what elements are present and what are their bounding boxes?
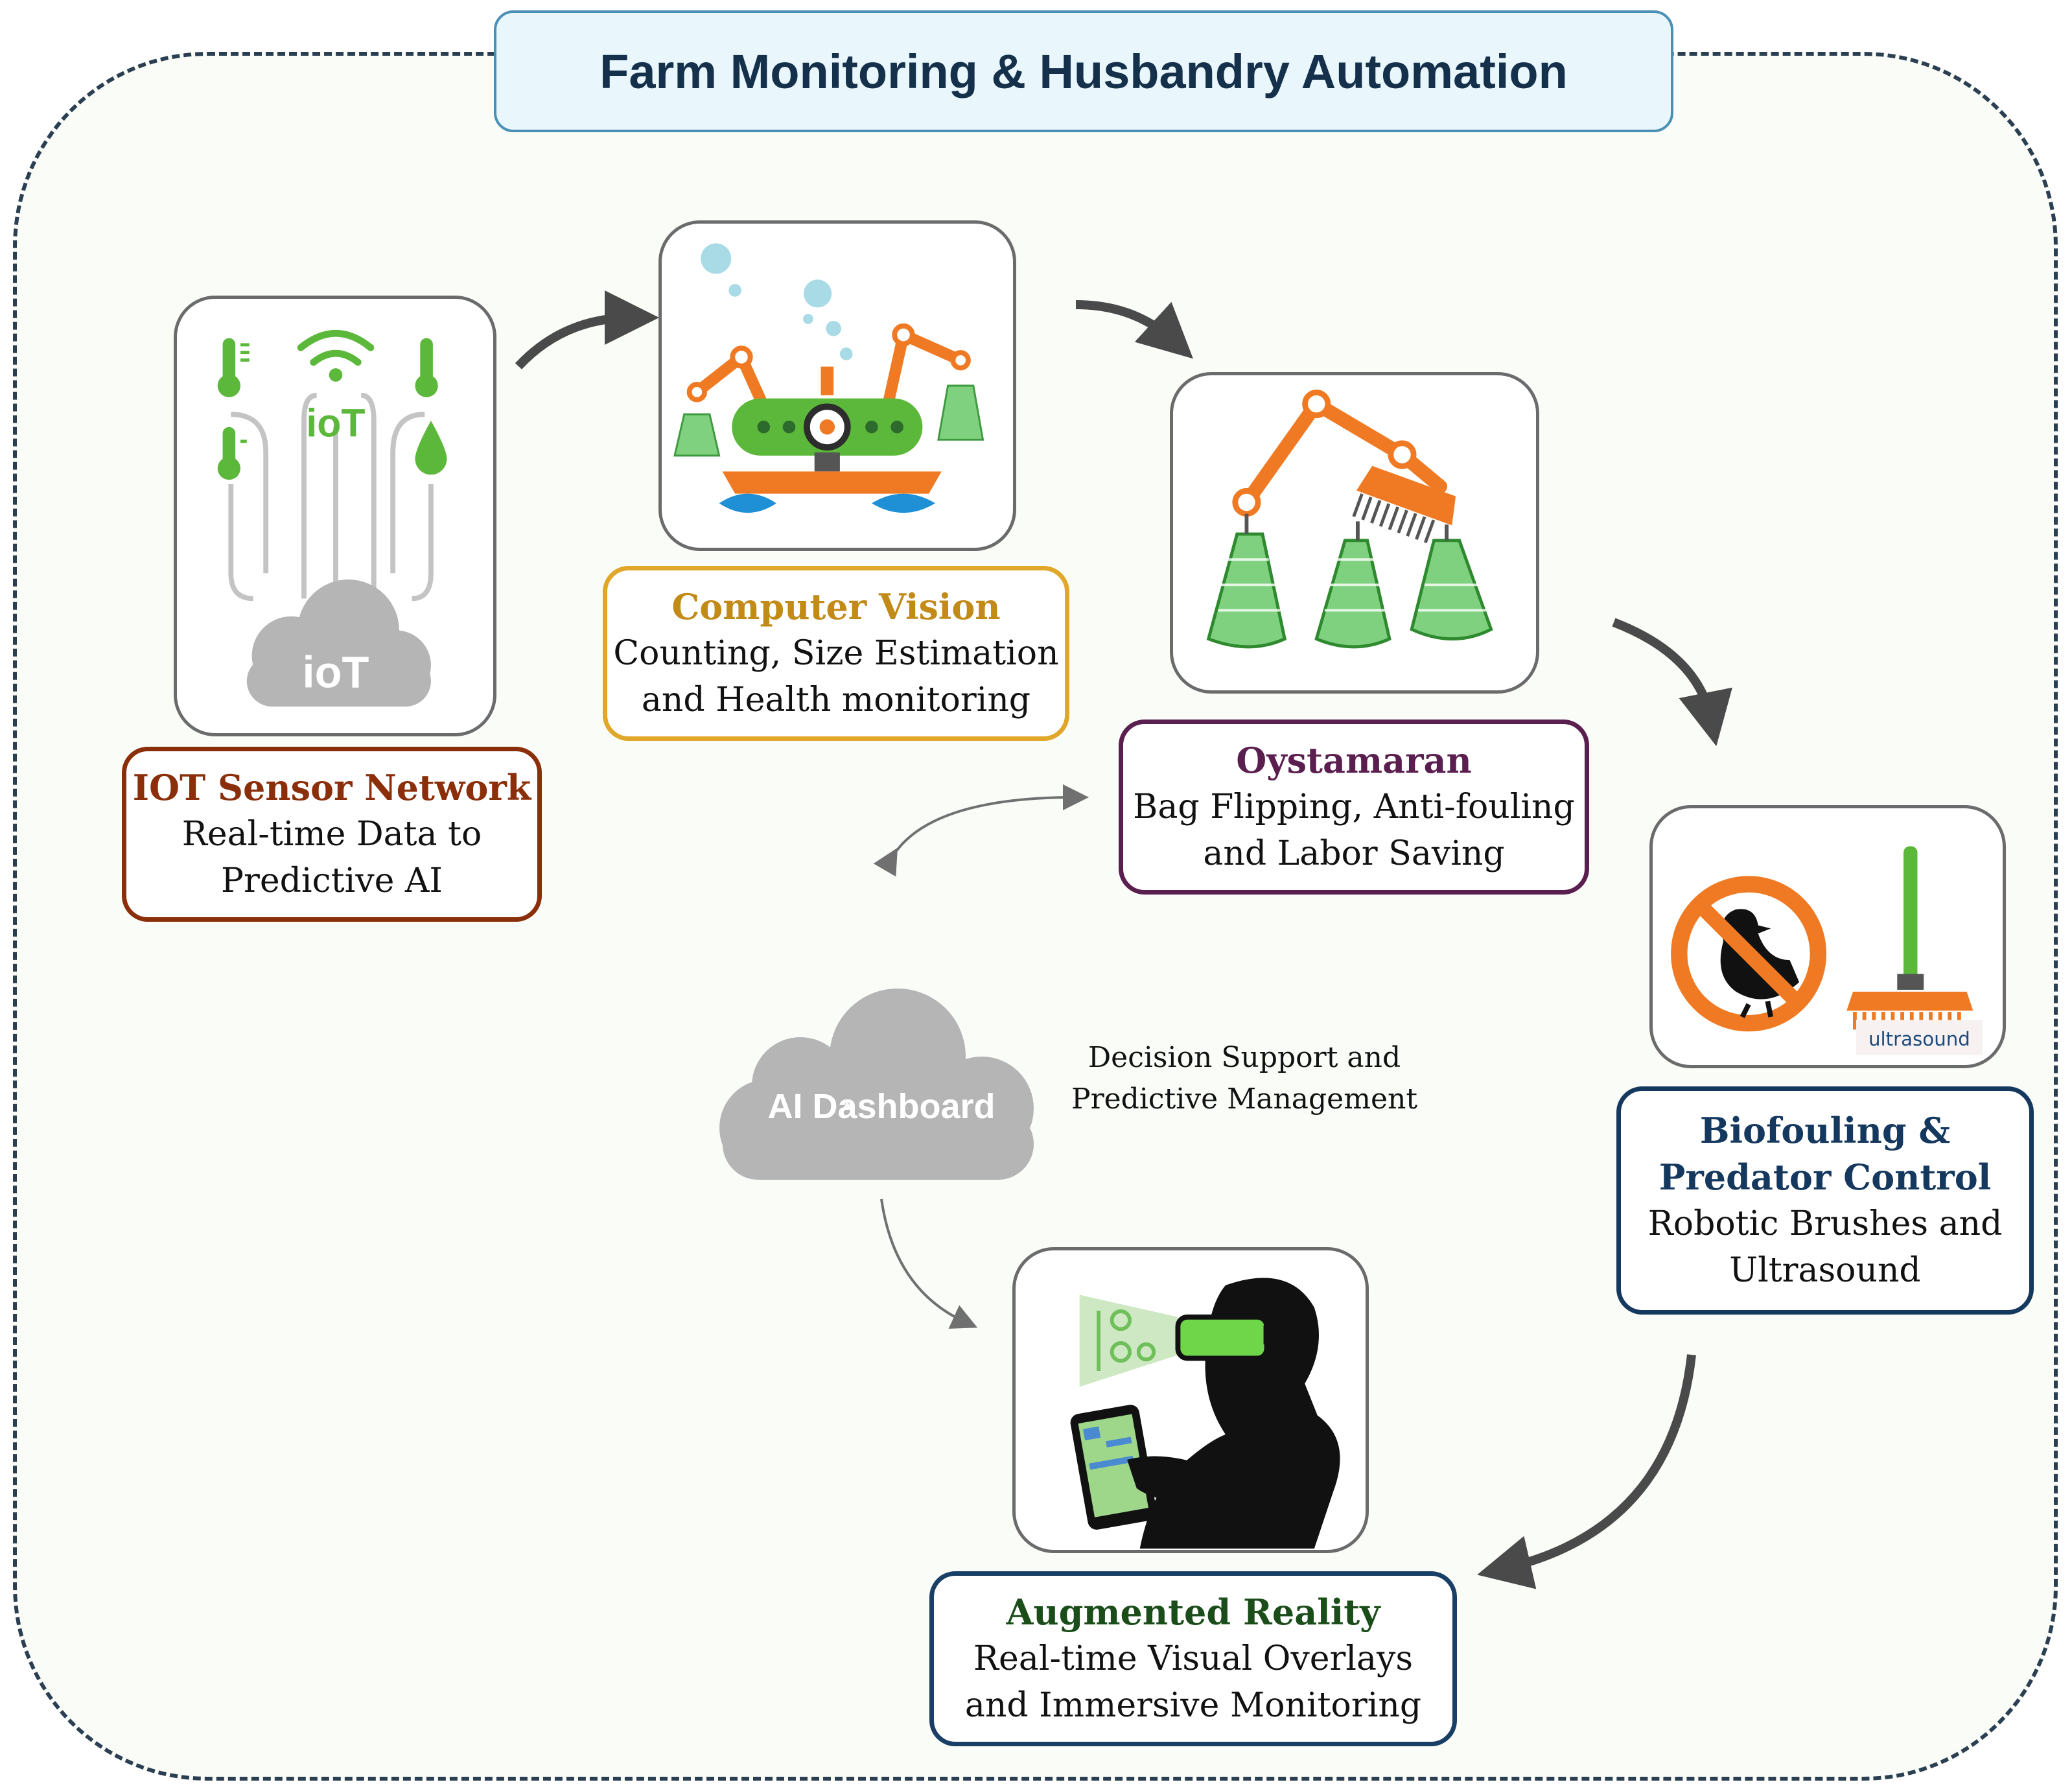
iot-line2: Predictive AI — [221, 861, 443, 900]
oystamaran-line1: Bag Flipping, Anti-fouling — [1133, 788, 1575, 826]
predator-control-illustration: ultrasound — [1671, 846, 1983, 1055]
net-bag-icon — [937, 384, 984, 441]
iot-cloud-text: ioT — [303, 648, 369, 697]
ai-dashboard-label: AI Dashboard — [767, 1087, 995, 1126]
ar-image-box — [1012, 1247, 1369, 1553]
thermometer-icon — [217, 338, 250, 397]
oyster-bag-icon — [1410, 539, 1493, 641]
thermometer-icon — [217, 427, 247, 480]
ultrasound-label: ultrasound — [1868, 1028, 1970, 1050]
biofouling-image-box: ultrasound — [1649, 805, 2006, 1068]
tablet-icon — [1070, 1405, 1157, 1530]
vision-heading: Computer Vision — [671, 586, 1001, 627]
iot-heading: IOT Sensor Network — [132, 767, 531, 808]
biofouling-heading1: Biofouling & — [1699, 1110, 1951, 1151]
wifi-icon — [297, 329, 375, 382]
vision-line2: and Health monitoring — [641, 681, 1031, 720]
iot-sensor-illustration: ioT ioT — [217, 329, 447, 707]
no-bird-icon — [1671, 876, 1827, 1032]
ar-line1: Real-time Visual Overlays — [973, 1639, 1414, 1678]
oystamaran-line2: and Labor Saving — [1203, 834, 1505, 873]
dashboard-note: Decision Support and Predictive Manageme… — [1050, 1037, 1439, 1120]
ar-person-illustration — [1070, 1278, 1340, 1549]
iot-line1: Real-time Data to — [181, 815, 482, 854]
vision-image-box — [658, 220, 1016, 551]
dashboard-note-line1: Decision Support and — [1088, 1041, 1401, 1074]
oystamaran-image-box — [1170, 372, 1539, 694]
diagram-title: Farm Monitoring & Husbandry Automation — [599, 44, 1568, 99]
oyster-bag-icon — [1206, 532, 1287, 649]
title-box: Farm Monitoring & Husbandry Automation — [494, 10, 1673, 132]
vision-line1: Counting, Size Estimation — [613, 634, 1059, 673]
ar-label-box: Augmented Reality Real-time Visual Overl… — [929, 1571, 1457, 1746]
biofouling-line1: Robotic Brushes and — [1647, 1204, 2003, 1243]
oystamaran-arm-illustration — [1206, 390, 1493, 649]
ar-line2: and Immersive Monitoring — [964, 1686, 1422, 1725]
brush-icon — [1352, 465, 1456, 544]
oystamaran-heading: Oystamaran — [1236, 740, 1472, 781]
oyster-bag-icon — [1314, 539, 1391, 649]
water-drop-icon — [415, 421, 447, 475]
ar-heading: Augmented Reality — [1006, 1591, 1380, 1633]
ai-dashboard-cloud — [719, 989, 1034, 1180]
robot-boat-illustration — [673, 243, 984, 513]
iot-label-box: IOT Sensor Network Real-time Data to Pre… — [122, 747, 542, 922]
dashboard-note-line2: Predictive Management — [1071, 1083, 1418, 1116]
iot-label-text: ioT — [306, 401, 365, 445]
thermometer-icon — [415, 338, 438, 397]
biofouling-line2: Ultrasound — [1729, 1251, 1921, 1290]
biofouling-label-box: Biofouling & Predator Control Robotic Br… — [1616, 1086, 2034, 1315]
broom-icon — [1846, 846, 1973, 1030]
oystamaran-label-box: Oystamaran Bag Flipping, Anti-fouling an… — [1119, 720, 1589, 895]
cloud-icon — [246, 579, 431, 707]
iot-image-box: ioT ioT — [174, 296, 496, 736]
vision-label-box: Computer Vision Counting, Size Estimatio… — [603, 566, 1069, 741]
net-bag-icon — [673, 413, 721, 457]
biofouling-heading2: Predator Control — [1659, 1156, 1992, 1198]
